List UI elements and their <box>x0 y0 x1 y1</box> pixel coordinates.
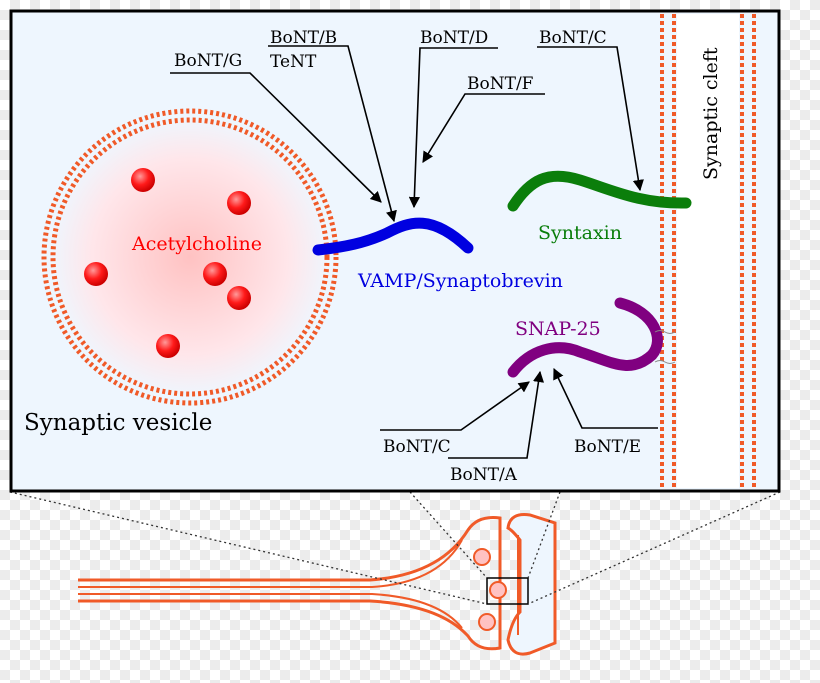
synaptic-vesicle-label: Synaptic vesicle <box>24 410 212 436</box>
synaptic-cleft-label: Synaptic cleft <box>700 47 722 180</box>
snap25-label: SNAP-25 <box>515 318 601 340</box>
toxin-leader-lines <box>170 45 658 459</box>
vesicle-membrane-outer <box>41 108 339 406</box>
vamp-protein <box>312 217 474 256</box>
bont-c-snap-label: BoNT/C <box>383 437 451 457</box>
bont-g-label: BoNT/G <box>174 51 242 71</box>
syntaxin-protein <box>507 170 692 212</box>
vesicle-mini <box>478 613 496 631</box>
bont-c-syntaxin-label: BoNT/C <box>539 28 607 48</box>
axon-terminal-outline <box>78 516 502 651</box>
vesicle-mini <box>473 548 491 566</box>
acetylcholine-molecule <box>156 334 180 358</box>
bont-b-leader <box>268 45 397 223</box>
postsynaptic-cell <box>506 513 557 656</box>
acetylcholine-molecule <box>131 168 155 192</box>
vamp-label: VAMP/Synaptobrevin <box>357 270 563 292</box>
vesicle-lumen <box>50 117 330 397</box>
snap25-protein <box>507 297 663 378</box>
bont-b-label: BoNT/B <box>270 28 337 48</box>
bont-c-syntaxin-leader <box>537 46 644 192</box>
bont-c-snap-leader <box>380 381 530 431</box>
bont-g-leader <box>170 72 382 203</box>
snap25-anchor <box>654 330 676 334</box>
bont-d-label: BoNT/D <box>420 28 488 48</box>
synaptic-cleft-area <box>677 14 739 488</box>
bont-a-label: BoNT/A <box>450 465 518 485</box>
bont-e-leader <box>553 367 658 429</box>
snap25-anchor <box>654 360 676 364</box>
acetylcholine-label: Acetylcholine <box>131 233 262 255</box>
bont-a-leader <box>448 370 545 459</box>
vesicle-mini <box>489 581 507 599</box>
syntaxin-label: Syntaxin <box>538 222 622 244</box>
acetylcholine-molecule <box>203 262 227 286</box>
bont-e-label: BoNT/E <box>574 437 641 457</box>
zoom-connector <box>9 491 488 605</box>
bont-f-leader <box>422 93 545 163</box>
axon-inner-line-lower <box>78 593 463 629</box>
zoom-connector <box>527 491 561 579</box>
zoom-connector <box>527 491 781 605</box>
bont-d-leader <box>408 47 498 209</box>
neuron-overview <box>9 491 781 656</box>
zoom-connector <box>409 491 488 579</box>
vesicle-membrane-inner <box>50 117 330 397</box>
axon-inner-line <box>78 539 463 588</box>
acetylcholine-molecule <box>227 286 251 310</box>
tent-label: TeNT <box>270 52 317 72</box>
zoom-region-box <box>486 577 529 605</box>
bont-f-label: BoNT/F <box>467 74 534 94</box>
acetylcholine-molecule <box>227 191 251 215</box>
acetylcholine-molecule <box>84 262 108 286</box>
